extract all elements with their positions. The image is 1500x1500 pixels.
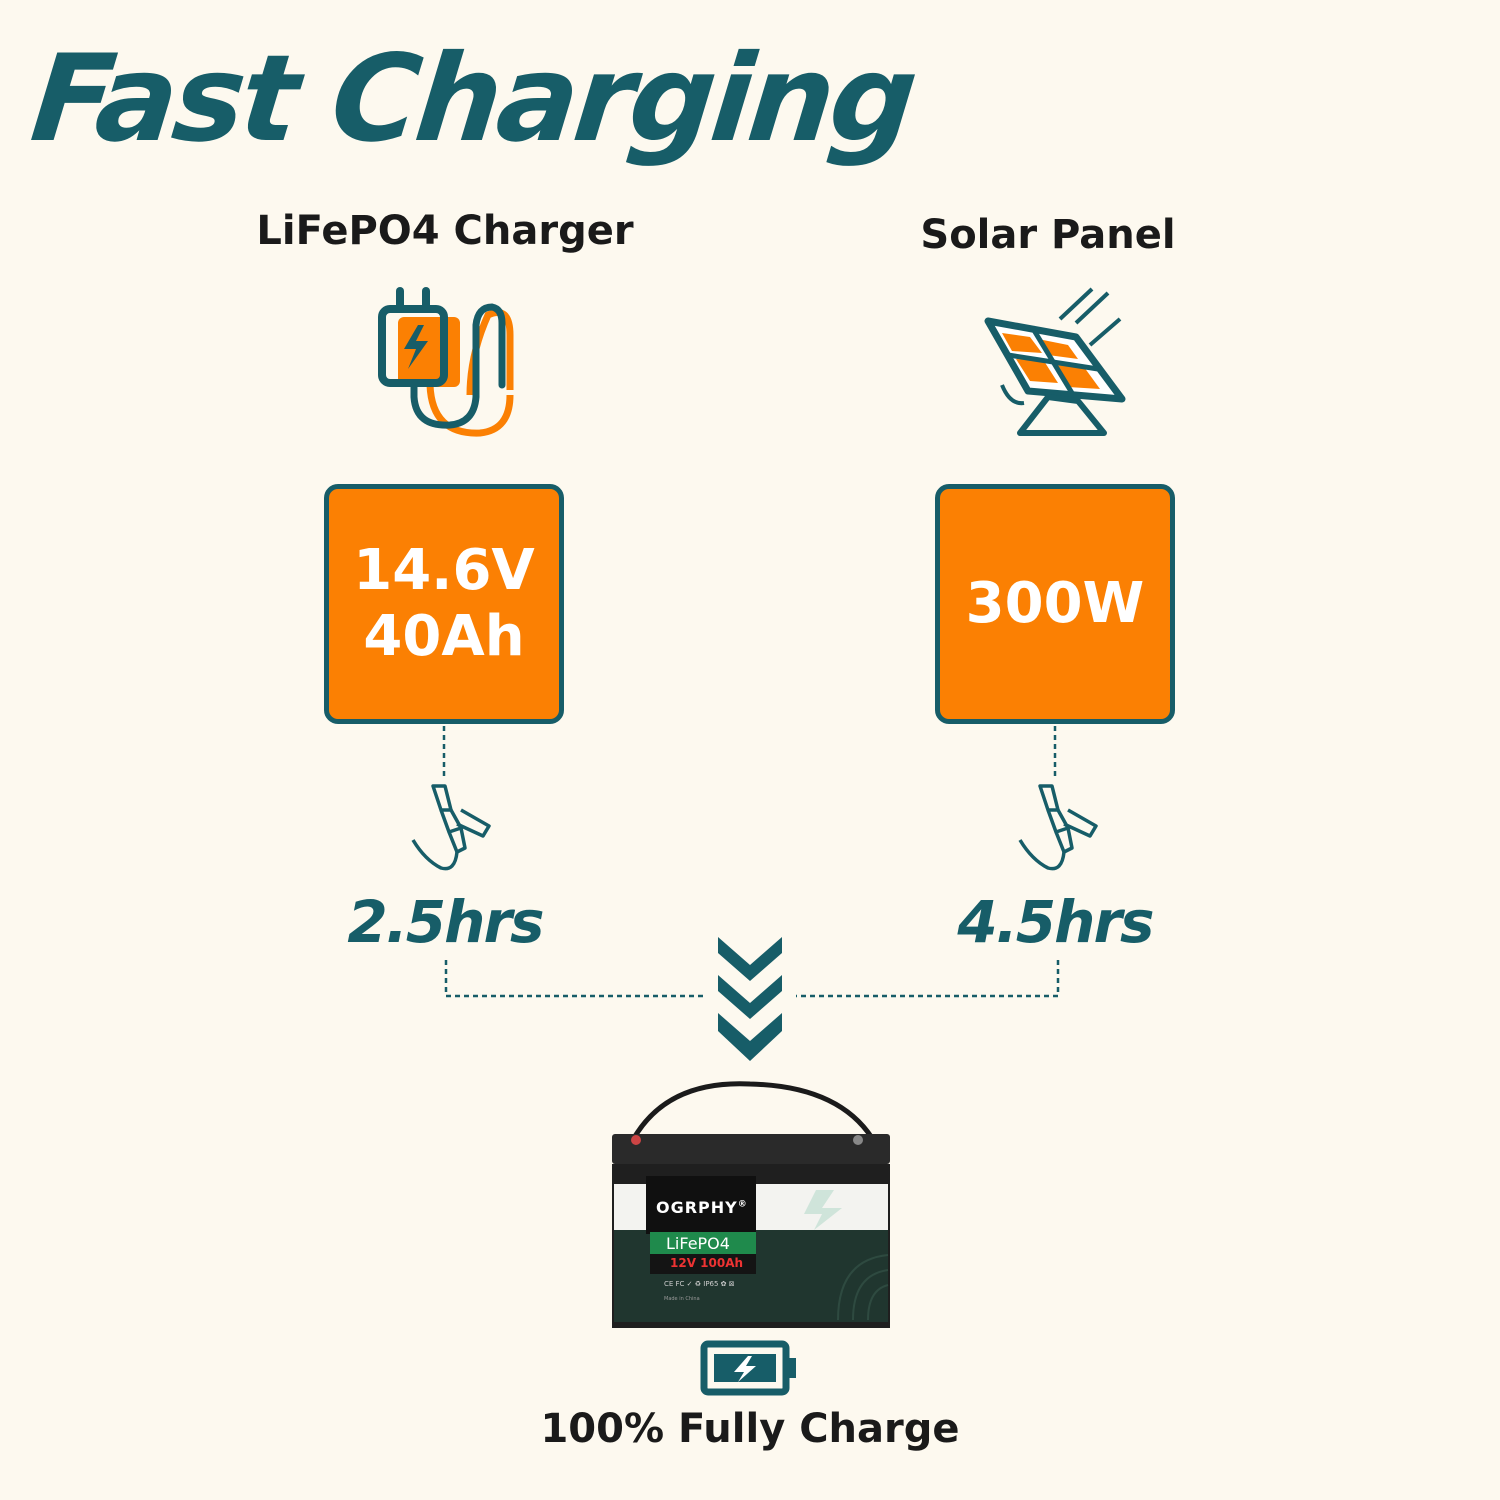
charger-time: 2.5hrs (347, 888, 544, 956)
battery-brand: OGRPHY® (656, 1198, 748, 1217)
charger-spec-box: 14.6V 40Ah (324, 484, 564, 724)
battery-brand-text: OGRPHY (656, 1198, 738, 1217)
registered-mark: ® (737, 1199, 748, 1210)
battery-made-in: Made in China (664, 1296, 700, 1302)
solar-spec-box: 300W (935, 484, 1175, 724)
battery-product-image: OGRPHY® LiFePO4 12V 100Ah CE FC ✓ ♻ IP65… (608, 1080, 893, 1330)
battery-rating: 12V 100Ah (670, 1256, 744, 1270)
battery-chemistry: LiFePO4 (666, 1234, 730, 1253)
solar-panel-heading: Solar Panel (920, 212, 1176, 258)
triple-chevron-down-icon (718, 937, 782, 1061)
charger-plug-icon (378, 287, 514, 437)
charger-current: 40Ah (363, 604, 525, 669)
solar-wattage: 300W (965, 571, 1145, 636)
solar-time: 4.5hrs (957, 888, 1154, 956)
battery-charging-icon (700, 1340, 796, 1396)
solar-panel-icon (984, 287, 1126, 436)
alligator-clip-icon (411, 784, 491, 871)
charger-voltage: 14.6V (353, 538, 535, 603)
alligator-clip-icon (1018, 784, 1098, 871)
fully-charge-label: 100% Fully Charge (540, 1406, 960, 1452)
charger-heading: LiFePO4 Charger (256, 208, 634, 254)
battery-cert-marks: CE FC ✓ ♻ IP65 ✿ ⊠ (664, 1280, 735, 1288)
